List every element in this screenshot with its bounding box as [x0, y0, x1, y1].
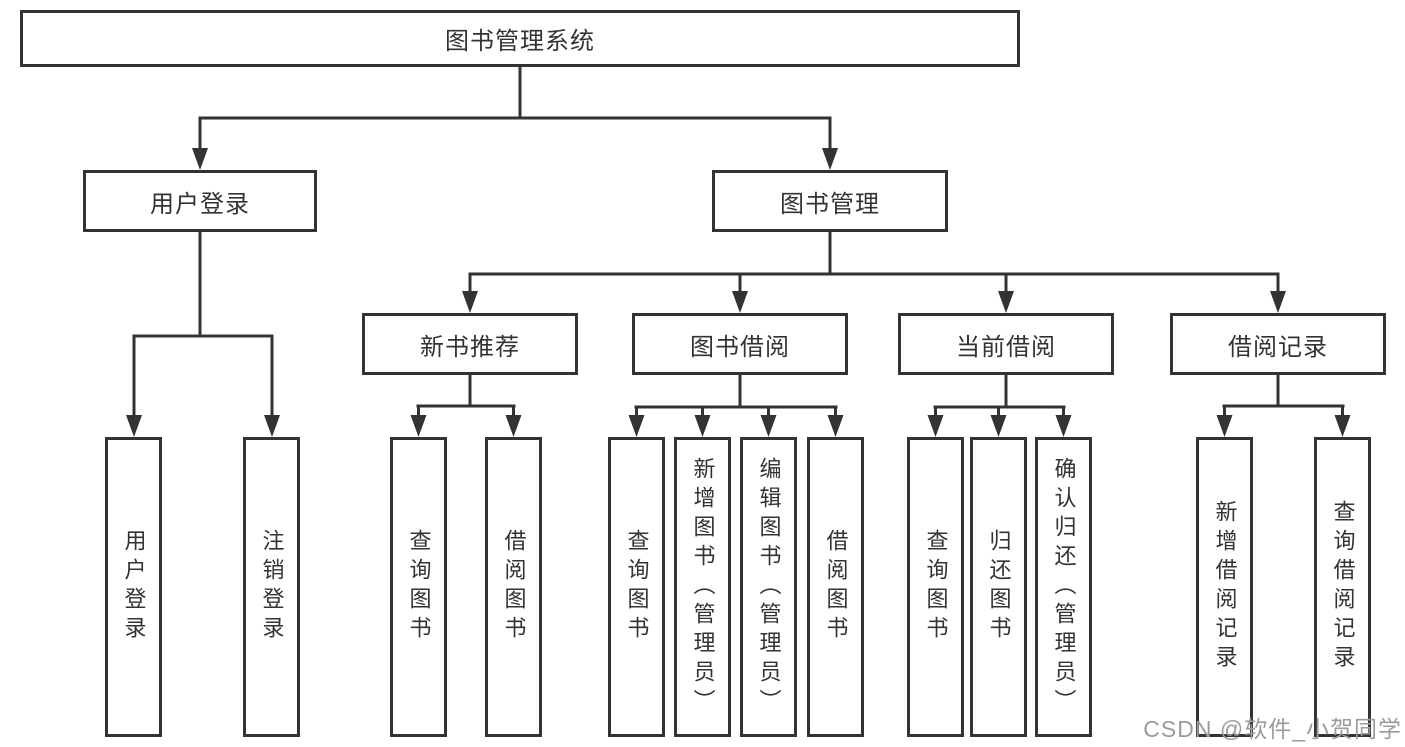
- leaf-query-borrow-record: 查询借阅记录: [1314, 437, 1371, 737]
- leaf-confirm-return-admin: 确认归还（管理员）: [1035, 437, 1092, 737]
- node-borrow-records: 借阅记录: [1170, 313, 1386, 375]
- leaf-add-book-admin: 新增图书（管理员）: [674, 437, 731, 737]
- node-user-login: 用户登录: [83, 170, 317, 232]
- node-root: 图书管理系统: [20, 10, 1020, 67]
- csdn-watermark: CSDN @软件_小贺同学: [1143, 716, 1402, 742]
- node-book-management: 图书管理: [712, 170, 948, 232]
- leaf-query-book-under-recommend: 查询图书: [390, 437, 447, 737]
- node-book-borrow: 图书借阅: [632, 313, 848, 375]
- leaf-borrow-book-under-recommend: 借阅图书: [485, 437, 542, 737]
- leaf-edit-book-admin: 编辑图书（管理员）: [740, 437, 797, 737]
- leaf-return-book: 归还图书: [970, 437, 1027, 737]
- node-current-borrow: 当前借阅: [898, 313, 1114, 375]
- leaf-user-login: 用户登录: [105, 437, 162, 737]
- leaf-add-borrow-record: 新增借阅记录: [1196, 437, 1253, 737]
- node-new-book-recommend: 新书推荐: [362, 313, 578, 375]
- leaf-borrow-book-under-borrow: 借阅图书: [807, 437, 864, 737]
- leaf-logout: 注销登录: [243, 437, 300, 737]
- leaf-query-book-under-borrow: 查询图书: [608, 437, 665, 737]
- leaf-query-book-under-current: 查询图书: [907, 437, 964, 737]
